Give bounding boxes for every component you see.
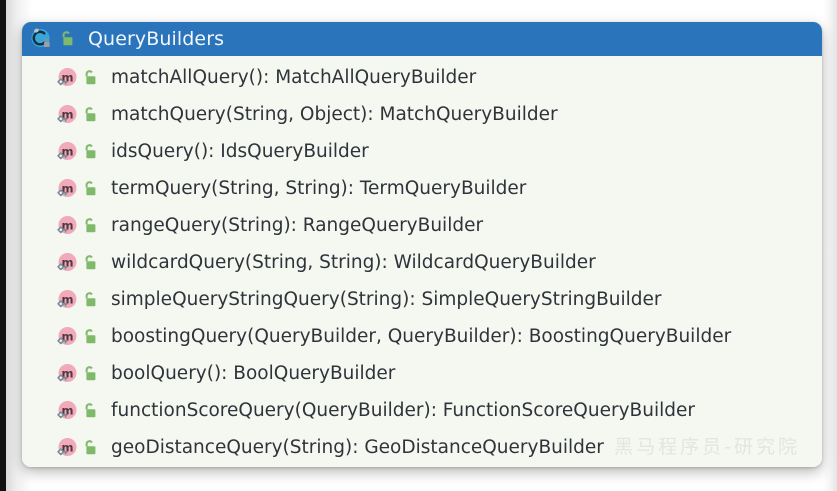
- svg-text:m: m: [62, 144, 74, 158]
- list-item[interactable]: m simpleQueryStringQuery(String): Simple…: [22, 281, 822, 318]
- list-item[interactable]: m wildcardQuery(String, String): Wildcar…: [22, 244, 822, 281]
- list-item[interactable]: m matchAllQuery(): MatchAllQueryBuilder: [22, 59, 822, 96]
- class-icon: [30, 27, 54, 51]
- unlocked-padlock-icon: [82, 180, 99, 198]
- svg-text:m: m: [62, 255, 74, 269]
- popup-title: QueryBuilders: [88, 28, 225, 50]
- list-item-label: boolQuery(): BoolQueryBuilder: [111, 363, 396, 384]
- unlocked-padlock-icon: [82, 328, 99, 346]
- list-item[interactable]: m boolQuery(): BoolQueryBuilder: [22, 355, 822, 392]
- method-icon: m: [55, 436, 79, 460]
- method-icon: m: [55, 214, 79, 238]
- list-item-label: matchAllQuery(): MatchAllQueryBuilder: [111, 67, 477, 88]
- method-icon: m: [55, 325, 79, 349]
- list-item-label: termQuery(String, String): TermQueryBuil…: [111, 178, 527, 199]
- unlocked-padlock-icon: [82, 69, 99, 87]
- method-icon: m: [55, 399, 79, 423]
- svg-text:m: m: [62, 107, 74, 121]
- svg-text:m: m: [62, 70, 74, 84]
- list-item-label: rangeQuery(String): RangeQueryBuilder: [111, 215, 484, 236]
- list-item-label: wildcardQuery(String, String): WildcardQ…: [111, 252, 596, 273]
- svg-text:m: m: [62, 440, 74, 454]
- list-item-label: matchQuery(String, Object): MatchQueryBu…: [111, 104, 558, 125]
- unlocked-padlock-icon: [82, 217, 99, 235]
- unlocked-padlock-icon: [59, 30, 76, 48]
- svg-text:m: m: [62, 181, 74, 195]
- method-icon: m: [55, 140, 79, 164]
- svg-text:m: m: [62, 292, 74, 306]
- list-item-label: functionScoreQuery(QueryBuilder): Functi…: [111, 400, 695, 421]
- page-right-edge-shading: [823, 0, 837, 491]
- method-icon: m: [55, 251, 79, 275]
- unlocked-padlock-icon: [82, 291, 99, 309]
- method-icon: m: [55, 288, 79, 312]
- code-completion-popup[interactable]: QueryBuilders m matchAllQuer: [22, 22, 822, 467]
- unlocked-padlock-icon: [82, 254, 99, 272]
- list-item-label: boostingQuery(QueryBuilder, QueryBuilder…: [111, 326, 732, 347]
- popup-header: QueryBuilders: [22, 22, 822, 56]
- list-item-label: idsQuery(): IdsQueryBuilder: [111, 141, 369, 162]
- list-item-label: geoDistanceQuery(String): GeoDistanceQue…: [111, 437, 604, 458]
- method-icon: m: [55, 66, 79, 90]
- svg-text:m: m: [62, 403, 74, 417]
- method-icon: m: [55, 362, 79, 386]
- unlocked-padlock-icon: [82, 439, 99, 457]
- svg-text:m: m: [62, 329, 74, 343]
- list-item[interactable]: m boostingQuery(QueryBuilder, QueryBuild…: [22, 318, 822, 355]
- list-item[interactable]: m matchQuery(String, Object): MatchQuery…: [22, 96, 822, 133]
- method-icon: m: [55, 103, 79, 127]
- unlocked-padlock-icon: [82, 402, 99, 420]
- unlocked-padlock-icon: [82, 365, 99, 383]
- list-item[interactable]: m functionScoreQuery(QueryBuilder): Func…: [22, 392, 822, 429]
- method-icon: m: [55, 177, 79, 201]
- unlocked-padlock-icon: [82, 106, 99, 124]
- svg-text:m: m: [62, 218, 74, 232]
- svg-text:m: m: [62, 366, 74, 380]
- list-item-label: simpleQueryStringQuery(String): SimpleQu…: [111, 289, 662, 310]
- member-list[interactable]: m matchAllQuery(): MatchAllQueryBuilder …: [22, 56, 822, 467]
- list-item[interactable]: m geoDistanceQuery(String): GeoDistanceQ…: [22, 429, 822, 466]
- list-item[interactable]: m termQuery(String, String): TermQueryBu…: [22, 170, 822, 207]
- list-item[interactable]: m rangeQuery(String): RangeQueryBuilder: [22, 207, 822, 244]
- unlocked-padlock-icon: [82, 143, 99, 161]
- list-item[interactable]: m idsQuery(): IdsQueryBuilder: [22, 133, 822, 170]
